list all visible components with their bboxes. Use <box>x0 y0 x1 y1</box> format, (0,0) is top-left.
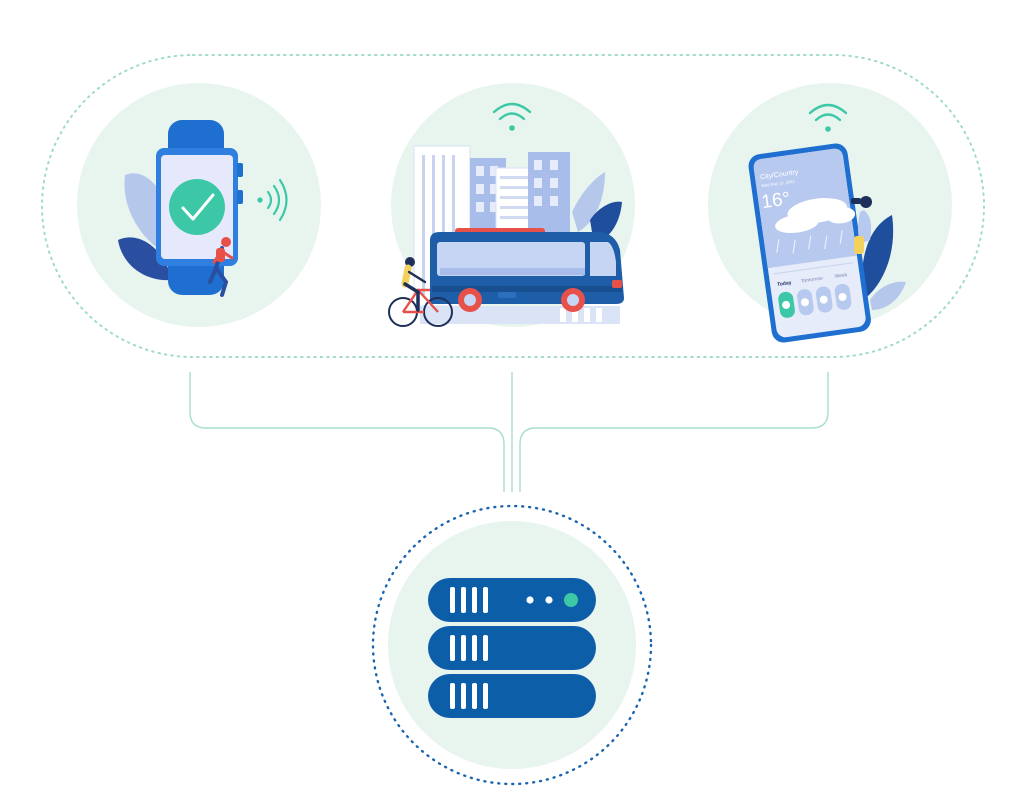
smartwatch-node <box>77 83 321 327</box>
server-rack-icon <box>428 578 596 718</box>
date-label: Wed May 12, 2021 <box>761 178 796 188</box>
wifi-icon <box>808 103 848 132</box>
weather-phone-node: City/Country Wed May 12, 2021 16° Today … <box>708 83 952 343</box>
status-light-icon <box>545 596 553 604</box>
nfc-signal-icon <box>257 178 288 222</box>
cyclist-figure-icon <box>388 257 453 327</box>
tab-today: Today <box>777 280 792 288</box>
bus-node <box>388 83 635 327</box>
server-node <box>371 504 653 786</box>
device-group-outline <box>41 54 985 358</box>
person-binoculars-icon <box>851 196 872 254</box>
server-outline <box>371 504 653 786</box>
status-light-active-icon <box>564 593 578 607</box>
status-light-icon <box>526 596 534 604</box>
temperature-label: 16° <box>760 188 791 213</box>
wifi-icon <box>492 102 532 131</box>
tab-week: Week <box>834 272 848 280</box>
smartphone-icon: City/Country Wed May 12, 2021 16° Today … <box>748 143 871 343</box>
connector-lines <box>189 372 829 492</box>
tab-tomorrow: Tomorrow <box>801 276 824 285</box>
check-icon <box>169 179 225 235</box>
runner-figure-icon <box>208 237 234 297</box>
bus-icon <box>430 228 624 312</box>
